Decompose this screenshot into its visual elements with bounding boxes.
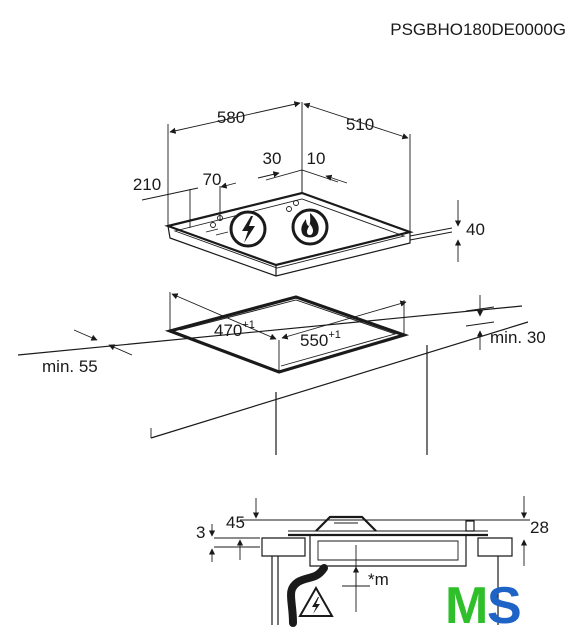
dimension-star-m: *m [368,570,389,589]
dimension-210: 210 [133,175,161,194]
dimension-28: 28 [530,518,549,537]
electric-warning-icon [298,585,334,617]
dimension-10: 10 [307,149,326,168]
countertop [17,295,529,455]
dimension-min-rear: min. 55 [42,357,98,376]
ms-logo: M S [445,577,522,635]
electric-symbol-icon [229,210,267,248]
dimension-lines-cutout [73,292,495,372]
dimension-depth: 510 [346,115,374,134]
dimension-45: 45 [226,513,245,532]
dimension-cutout-depth: 470+1 [214,319,255,340]
model-code: PSGBHO180DE0000G [390,20,566,39]
control-knob [293,200,299,206]
gas-flame-icon [291,208,329,246]
dimension-width: 580 [217,108,245,127]
section-view [261,515,513,627]
logo-letter-m: M [445,577,488,635]
control-knob [210,222,216,228]
control-knob [286,206,292,212]
logo-letter-s: S [487,577,522,635]
dimension-cutout-width: 550+1 [300,329,341,350]
dimension-30: 30 [263,149,282,168]
dimension-lines-top [141,101,462,262]
dimension-3: 3 [196,523,205,542]
dimension-70: 70 [203,170,222,189]
dimension-height: 40 [466,220,485,239]
dimension-min-wall: min. 30 [490,328,546,347]
dimension-lines-section [208,496,530,612]
